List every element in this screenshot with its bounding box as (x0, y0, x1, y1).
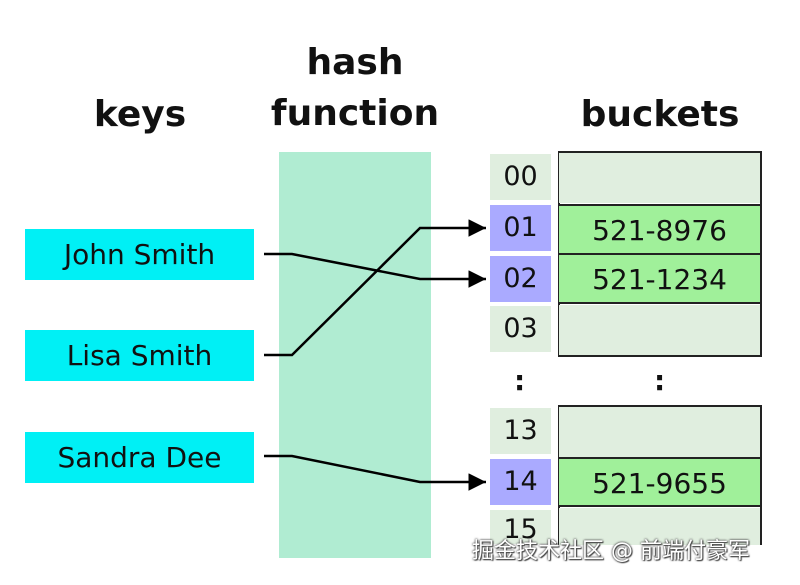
hash-function-heading-line2: function (270, 93, 440, 134)
hash-function-panel (279, 152, 431, 558)
key-john-smith: John Smith (25, 229, 254, 280)
key-lisa-smith: Lisa Smith (25, 330, 254, 381)
keys-heading: keys (93, 94, 187, 135)
arrow-lisa-smith-to-01 (264, 219, 486, 357)
bucket-cell-13 (559, 407, 760, 457)
bucket-index-03: 03 (490, 306, 551, 352)
bucket-index-14: 14 (490, 459, 551, 505)
bucket-index-00: 00 (490, 154, 551, 200)
key-sandra-dee: Sandra Dee (25, 432, 254, 483)
bucket-ellipsis: : (654, 364, 666, 397)
hash-function-heading-line1: hash (306, 42, 404, 83)
bucket-index-01: 01 (490, 205, 551, 251)
buckets-heading: buckets (580, 94, 740, 135)
bucket-index-15: 15 (490, 510, 551, 545)
bucket-cell-14: 521-9655 (559, 457, 760, 507)
watermark: 掘金技术社区 @ 前端付豪军 (472, 539, 750, 564)
bucket-cell-15 (559, 508, 760, 545)
bucket-cell-00 (559, 153, 760, 203)
bucket-index-02: 02 (490, 256, 551, 302)
bucket-cell-01: 521-8976 (559, 204, 760, 254)
bucket-index-13: 13 (490, 408, 551, 454)
arrow-sandra-dee-to-14 (264, 454, 486, 491)
arrow-john-smith-to-02 (264, 252, 486, 288)
bucket-cell-03 (559, 305, 760, 355)
index-ellipsis: : (514, 364, 526, 397)
bucket-cell-02: 521-1234 (559, 254, 760, 304)
